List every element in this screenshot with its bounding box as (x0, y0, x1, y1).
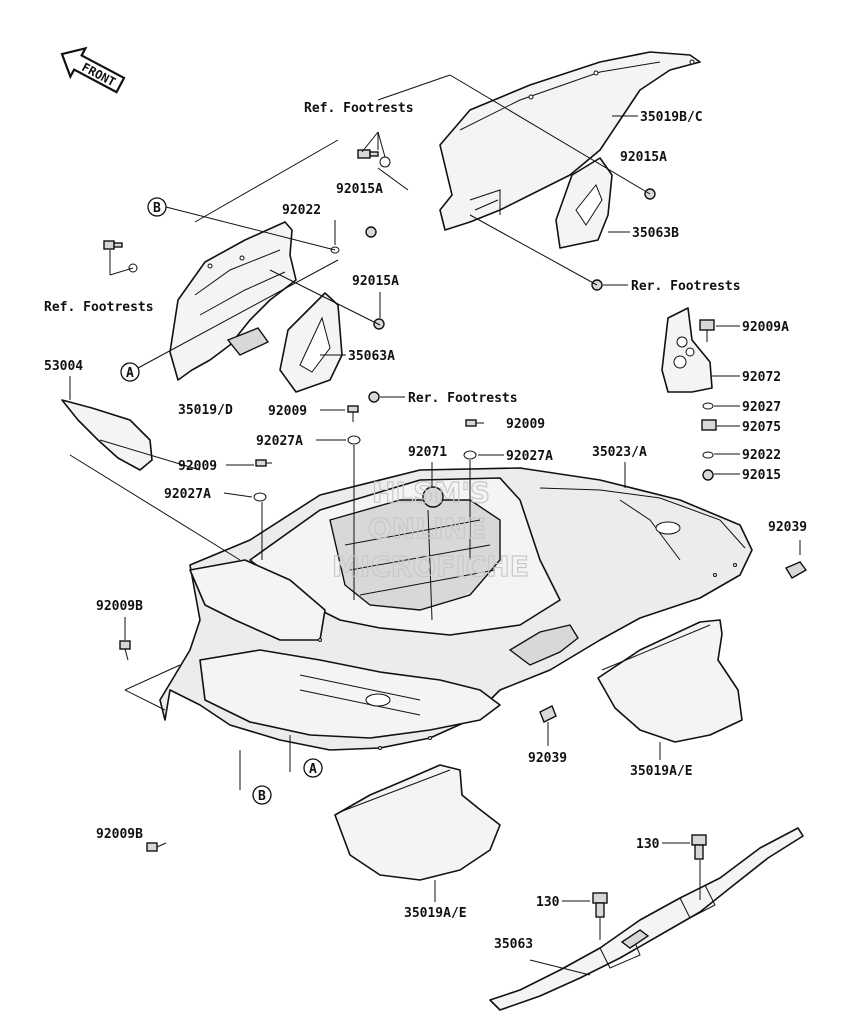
rear-footrest-bracket-35063b-part (555, 157, 613, 249)
label-35063b: 35063B (632, 226, 679, 241)
label-ref-footrests-2: Ref. Footrests (44, 300, 154, 315)
label-130-2: 130 (536, 895, 560, 910)
svg-text:B: B (153, 201, 161, 216)
label-92009a: 92009A (742, 320, 789, 335)
label-92015a-1: 92015A (620, 150, 667, 165)
label-35019bc: 35019B/C (640, 110, 703, 125)
label-92022-2: 92022 (742, 448, 781, 463)
label-rer-footrests-2: Rer. Footrests (408, 391, 518, 406)
watermark: HLSM'S ONLINE MICROFICHE (331, 475, 529, 583)
mud-flap-53004-part (61, 399, 153, 471)
svg-text:B: B (258, 789, 266, 804)
label-53004: 53004 (44, 359, 83, 374)
label-92009b-1: 92009B (96, 599, 143, 614)
label-92027: 92027 (742, 400, 781, 415)
callout-a-upper: A (120, 362, 140, 382)
part-labels: 35019B/C 92015A 35063B Rer. Footrests Re… (44, 101, 807, 952)
mud-guard-left-part (334, 764, 501, 881)
label-35019d: 35019/D (178, 403, 233, 418)
callout-a-lower: A (303, 758, 323, 778)
label-ref-footrests-1: Ref. Footrests (304, 101, 414, 116)
label-35023a: 35023/A (592, 445, 647, 460)
callout-b-lower: B (252, 785, 272, 805)
front-arrow-icon: FRONT (60, 46, 126, 94)
label-92039-1: 92039 (768, 520, 807, 535)
label-92039-2: 92039 (528, 751, 567, 766)
label-92027a-3: 92027A (164, 487, 211, 502)
frame-bar-35063-part (489, 827, 804, 1011)
callout-b-upper: B (147, 197, 167, 217)
label-92027a-2: 92027A (506, 449, 553, 464)
label-92009-2: 92009 (506, 417, 545, 432)
label-92015a-2: 92015A (336, 182, 383, 197)
svg-text:A: A (309, 762, 317, 777)
rear-fender-main-part (159, 467, 753, 751)
label-rer-footrests-1: Rer. Footrests (631, 279, 741, 294)
label-92015: 92015 (742, 468, 781, 483)
mud-guard-right-part (597, 619, 743, 743)
label-35063: 35063 (494, 937, 533, 952)
label-35019ae-1: 35019A/E (630, 764, 693, 779)
label-92009b-2: 92009B (96, 827, 143, 842)
label-92027a-1: 92027A (256, 434, 303, 449)
label-130-1: 130 (636, 837, 660, 852)
rear-fender-right-part (439, 51, 701, 231)
label-92009-1: 92009 (268, 404, 307, 419)
svg-text:A: A (126, 366, 134, 381)
label-35063a: 35063A (348, 349, 395, 364)
watermark-line-1: HLSM'S (372, 476, 490, 509)
label-92015a-3: 92015A (352, 274, 399, 289)
watermark-line-2: ONLINE (368, 512, 486, 545)
leader-lines (69, 74, 801, 976)
label-92075: 92075 (742, 420, 781, 435)
bolts-icon (103, 149, 808, 918)
label-92071: 92071 (408, 445, 447, 460)
rear-footrest-bracket-35063a-part (279, 292, 343, 393)
rear-fender-left-part (169, 221, 297, 381)
label-92022-1: 92022 (282, 203, 321, 218)
label-35019ae-2: 35019A/E (404, 906, 467, 921)
bracket-92072-part (661, 307, 713, 393)
label-92009-3: 92009 (178, 459, 217, 474)
label-92072: 92072 (742, 370, 781, 385)
watermark-line-3: MICROFICHE (332, 550, 529, 583)
